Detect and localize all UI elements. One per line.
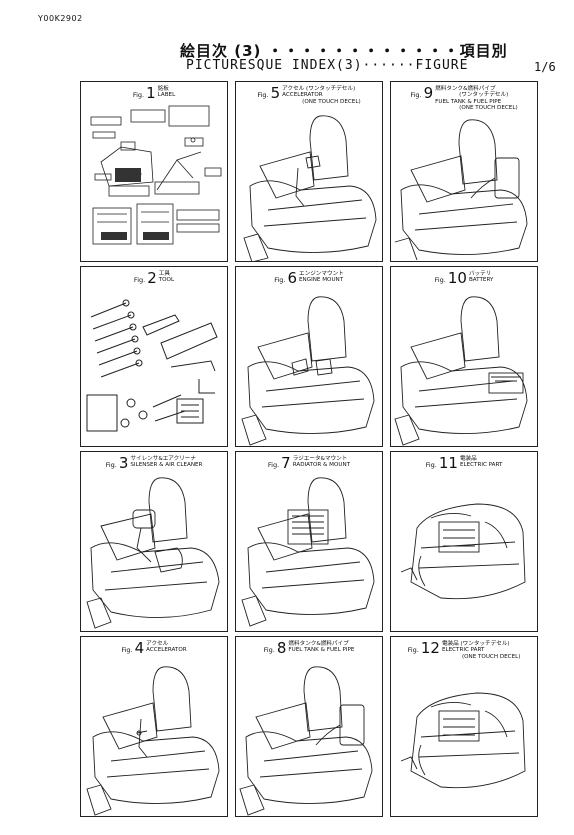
fig-label: Fig. <box>121 646 133 654</box>
fig-title-en: TOOL <box>158 277 175 284</box>
page-number: 1/6 <box>534 60 556 74</box>
fig-title-en: FUEL TANK & FUEL PIPE <box>435 98 502 105</box>
fig-number: 4 <box>134 639 145 657</box>
fig-title-jp: ラジエータ&マウント <box>292 456 348 462</box>
battery-illustration <box>394 296 528 446</box>
fig-label: Fig. <box>133 276 146 284</box>
figure-caption: Fig. 9 燃料タンク&燃料パイプ(ワンタッチデセル)FUEL TANK & … <box>391 86 537 111</box>
fig-title-en: ACCELERATOR <box>146 647 187 654</box>
fig-number: 6 <box>287 269 298 287</box>
radiator-mount-illustration <box>241 477 375 627</box>
fig-number: 11 <box>438 454 458 472</box>
label-diagram-illustration <box>90 105 222 245</box>
document-id: Y00K2902 <box>38 14 83 23</box>
figure-caption: Fig. 12 電装品 (ワンタッチデセル)ELECTRIC PART(ONE … <box>391 641 537 660</box>
fig-label: Fig. <box>410 91 422 99</box>
fig-number: 8 <box>276 639 287 657</box>
figure-cell-12[interactable]: Fig. 12 電装品 (ワンタッチデセル)ELECTRIC PART(ONE … <box>390 636 538 817</box>
fig-label: Fig. <box>257 91 269 99</box>
fig-number: 9 <box>423 84 434 102</box>
figure-cell-9[interactable]: Fig. 9 燃料タンク&燃料パイプ(ワンタッチデセル)FUEL TANK & … <box>390 81 538 262</box>
fig-title-en: FUEL TANK & FUEL PIPE <box>288 647 355 654</box>
engine-mount-illustration <box>241 296 375 446</box>
fig-title-jp: 銘板 <box>157 86 169 92</box>
page-title-jp: 絵目次 (3) ・・・・・・・・・・・・項目別 <box>180 42 508 60</box>
fig-number: 3 <box>118 454 129 472</box>
fig-number: 10 <box>447 269 467 287</box>
silencer-air-cleaner-illustration <box>86 477 220 629</box>
accelerator-illustration <box>86 666 220 816</box>
fig-title-en: BATTERY <box>468 277 494 284</box>
fig-title-en-2: (ONE TOUCH DECEL) <box>461 653 521 660</box>
fig-number: 7 <box>281 454 291 472</box>
fig-number: 5 <box>270 84 281 102</box>
fig-title-en: ELECTRIC PART <box>441 647 485 654</box>
fig-title-jp: バッテリ <box>468 271 492 277</box>
fig-label: Fig. <box>407 646 419 654</box>
figure-caption: Fig. 5 アクセル (ワンタッチデセル)ACCELERATOR(ONE TO… <box>236 86 382 105</box>
fig-title-jp: アクセル <box>146 641 169 647</box>
fuel-tank-pipe-one-touch-decel-illustration <box>394 119 528 261</box>
fig-title-jp: サイレンサ&エアクリーナ <box>130 456 196 462</box>
fig-title-jp: 電装品 (ワンタッチデセル) <box>441 641 510 647</box>
fig-number: 12 <box>420 639 440 657</box>
fig-label: Fig. <box>132 91 145 99</box>
fig-title-jp: 燃料タンク&燃料パイプ <box>435 86 496 92</box>
fig-title-en: RADIATOR & MOUNT <box>292 462 351 469</box>
fig-label: Fig. <box>267 461 280 469</box>
fig-title-en: ENGINE MOUNT <box>299 277 344 284</box>
fig-title-jp-2: (ワンタッチデセル) <box>459 92 509 99</box>
electric-part-illustration <box>400 503 526 600</box>
fig-title-en: ELECTRIC PART <box>459 462 503 469</box>
fig-title-jp: エンジンマウント <box>299 271 344 277</box>
fig-number: 1 <box>146 84 156 102</box>
fig-title-jp: 電装品 <box>459 456 477 462</box>
fig-title-en-2: (ONE TOUCH DECEL) <box>459 104 518 111</box>
fig-number: 2 <box>147 269 157 287</box>
fig-label: Fig. <box>425 461 437 469</box>
fig-label: Fig. <box>274 276 286 284</box>
accelerator-one-touch-decel-illustration <box>243 115 377 261</box>
fig-label: Fig. <box>434 276 446 284</box>
fig-title-en: ACCELERATOR <box>282 92 323 99</box>
fig-title-en: SILENSER & AIR CLEANER <box>130 462 203 469</box>
tool-set-illustration <box>86 299 218 432</box>
page-title-en: PICTURESQUE INDEX(3)······FIGURE <box>186 58 469 73</box>
fig-title-jp: 工具 <box>158 271 170 277</box>
fig-title-en-2: (ONE TOUCH DECEL) <box>302 98 361 105</box>
fig-label: Fig. <box>263 646 275 654</box>
electric-part-one-touch-decel-illustration <box>400 692 526 789</box>
fuel-tank-pipe-illustration <box>239 666 373 816</box>
fig-title-jp: 燃料タンク&燃料パイプ <box>288 641 349 647</box>
figure-cell-5[interactable]: Fig. 5 アクセル (ワンタッチデセル)ACCELERATOR(ONE TO… <box>235 81 383 262</box>
fig-title-en: LABEL <box>157 92 176 99</box>
fig-label: Fig. <box>105 461 117 469</box>
fig-title-jp: アクセル (ワンタッチデセル) <box>282 86 356 92</box>
